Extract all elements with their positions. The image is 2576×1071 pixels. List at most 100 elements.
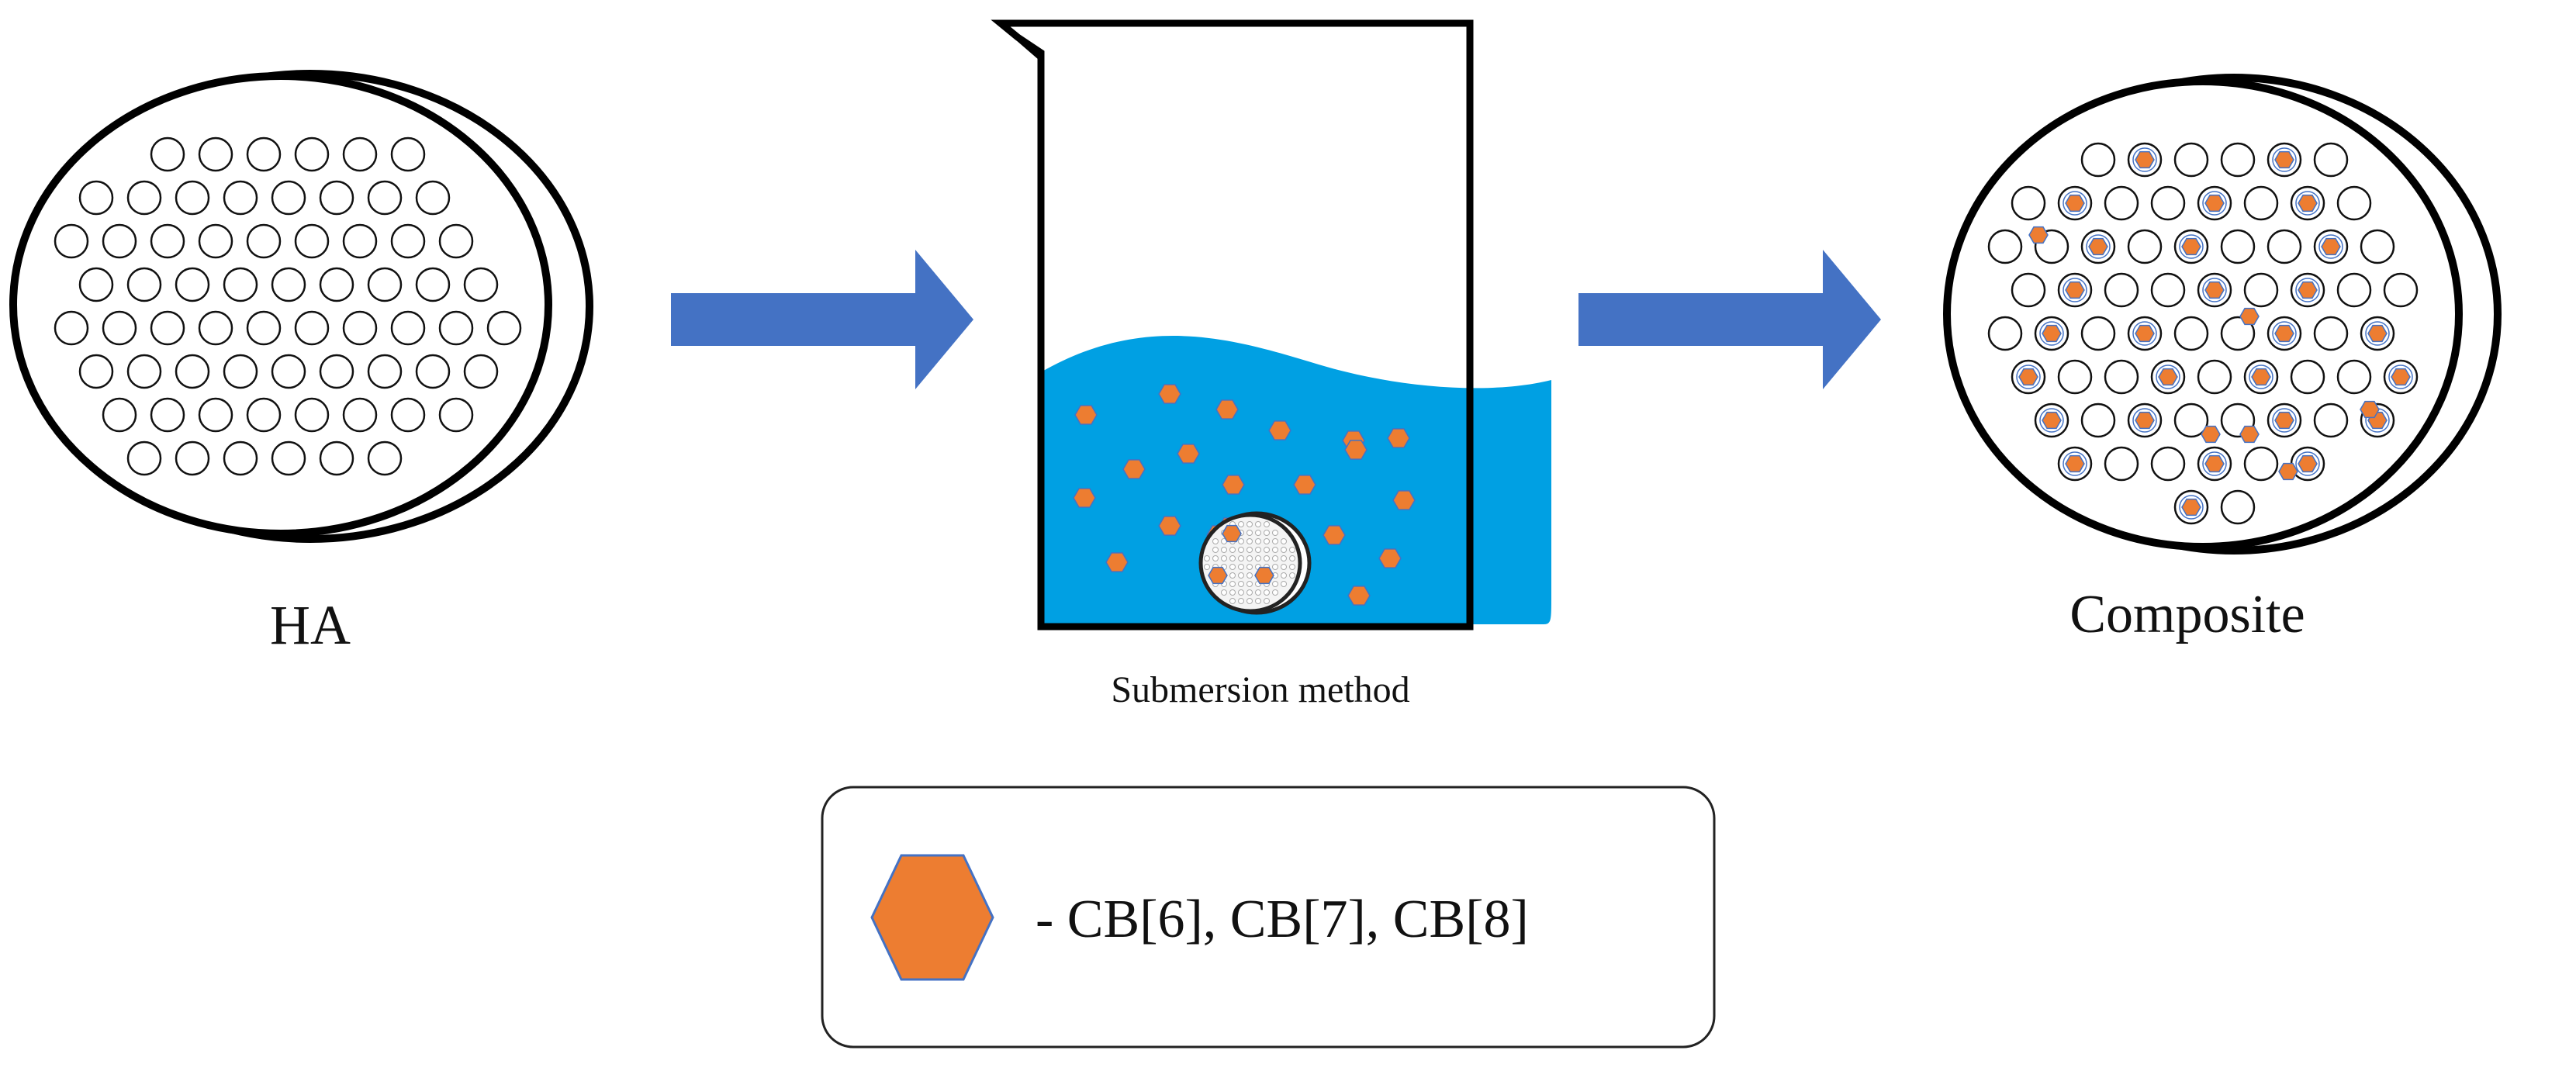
composite-label: Composite — [2069, 585, 2305, 644]
composite-pore-inner — [2202, 451, 2227, 476]
ha-pore — [367, 440, 403, 476]
mini-pore — [1281, 581, 1287, 587]
ha-pore — [294, 397, 330, 433]
ha-pore — [415, 354, 451, 389]
composite-pore-inner — [2202, 278, 2227, 302]
composite-scaffold — [1943, 74, 2502, 555]
mini-pore — [1272, 538, 1278, 544]
cb-molecule — [1222, 524, 1242, 543]
composite-pore — [2313, 142, 2349, 178]
mini-pore — [1264, 598, 1270, 604]
cb-molecule — [2367, 324, 2388, 343]
ha-pore — [342, 223, 378, 259]
composite-pore — [1987, 229, 2023, 264]
composite-pore-inner — [2179, 495, 2204, 520]
ha-pore — [198, 223, 233, 259]
composite-pore-inner — [2063, 191, 2087, 216]
ha-pore — [78, 180, 114, 216]
cb-molecule — [1387, 428, 1410, 448]
mini-pore — [1272, 589, 1278, 596]
ha-pore — [367, 180, 403, 216]
mini-pore — [1229, 581, 1236, 587]
cb-molecule — [2028, 226, 2049, 244]
ha-pore — [342, 136, 378, 172]
composite-pore — [2080, 142, 2116, 178]
mini-pore — [1247, 538, 1253, 544]
submerged-scaffold — [1198, 511, 1312, 615]
composite-pore-inner — [2086, 234, 2111, 259]
cb-molecule — [2065, 454, 2085, 473]
composite-pore-inner — [2272, 321, 2297, 346]
mini-pore — [1247, 598, 1253, 604]
composite-pore-inner — [2132, 321, 2157, 346]
cb-molecule — [2204, 194, 2225, 212]
ha-pore — [486, 310, 522, 346]
mini-pore — [1221, 547, 1227, 553]
ha-pore — [175, 267, 210, 302]
ha-scaffold — [9, 70, 593, 543]
mini-pore — [1212, 555, 1219, 561]
ha-pore — [271, 180, 306, 216]
ha-pore — [319, 180, 354, 216]
cb-molecule — [1293, 475, 1316, 495]
composite-pore-inner — [2179, 234, 2204, 259]
ha-pore — [198, 136, 233, 172]
cb-molecule — [2278, 462, 2298, 481]
ha-pore — [342, 310, 378, 346]
composite-pore-inner — [2388, 364, 2413, 389]
ha-pore — [175, 180, 210, 216]
ha-pore — [54, 223, 89, 259]
composite-pore — [2313, 402, 2349, 438]
ha-pore — [126, 440, 162, 476]
mini-disc-front — [1198, 513, 1302, 613]
mini-pore — [1229, 547, 1236, 553]
cb-molecule — [1347, 586, 1371, 606]
ha-pore — [390, 397, 426, 433]
composite-pore-inner — [2132, 408, 2157, 433]
mini-pore — [1229, 598, 1236, 604]
mini-pore — [1247, 530, 1253, 536]
ha-pore — [246, 223, 282, 259]
cb-molecule — [1222, 475, 1245, 495]
mini-pore — [1229, 589, 1236, 596]
composite-pore — [2313, 316, 2349, 351]
ha-pore — [319, 354, 354, 389]
mini-pore — [1247, 521, 1253, 527]
mini-pore — [1229, 572, 1236, 579]
composite-pore — [2104, 272, 2139, 308]
mini-pore — [1264, 521, 1270, 527]
mini-pore — [1247, 564, 1253, 570]
ha-pore — [367, 354, 403, 389]
cb-molecule — [1122, 459, 1146, 479]
mini-pore — [1238, 538, 1244, 544]
mini-pore — [1255, 547, 1261, 553]
composite-pore — [2243, 446, 2279, 482]
arrow-right-2 — [1578, 250, 1881, 389]
composite-pore — [2267, 229, 2302, 264]
ha-pore — [150, 310, 185, 346]
ha-pore — [246, 136, 282, 172]
composite-pore — [2011, 272, 2046, 308]
ha-pore — [319, 440, 354, 476]
composite-pore — [2243, 272, 2279, 308]
mini-pore — [1281, 555, 1287, 561]
composite-pore-inner — [2202, 191, 2227, 216]
composite-pore — [2197, 359, 2232, 395]
cb-molecule — [1158, 384, 1181, 404]
mini-pore — [1212, 547, 1219, 553]
ha-pore — [102, 223, 137, 259]
ha-pore — [78, 354, 114, 389]
mini-pore — [1247, 555, 1253, 561]
mini-pore — [1238, 564, 1244, 570]
cb-molecule — [1158, 516, 1181, 536]
mini-pore — [1221, 589, 1227, 596]
mini-pore — [1255, 589, 1261, 596]
ha-pore — [175, 354, 210, 389]
ha-pore — [463, 267, 499, 302]
composite-pore-inner — [2156, 364, 2180, 389]
composite-pore — [2220, 316, 2256, 351]
legend: - CB[6], CB[7], CB[8] — [821, 786, 1716, 1049]
mini-pore — [1255, 521, 1261, 527]
cb-molecule — [2042, 324, 2062, 343]
